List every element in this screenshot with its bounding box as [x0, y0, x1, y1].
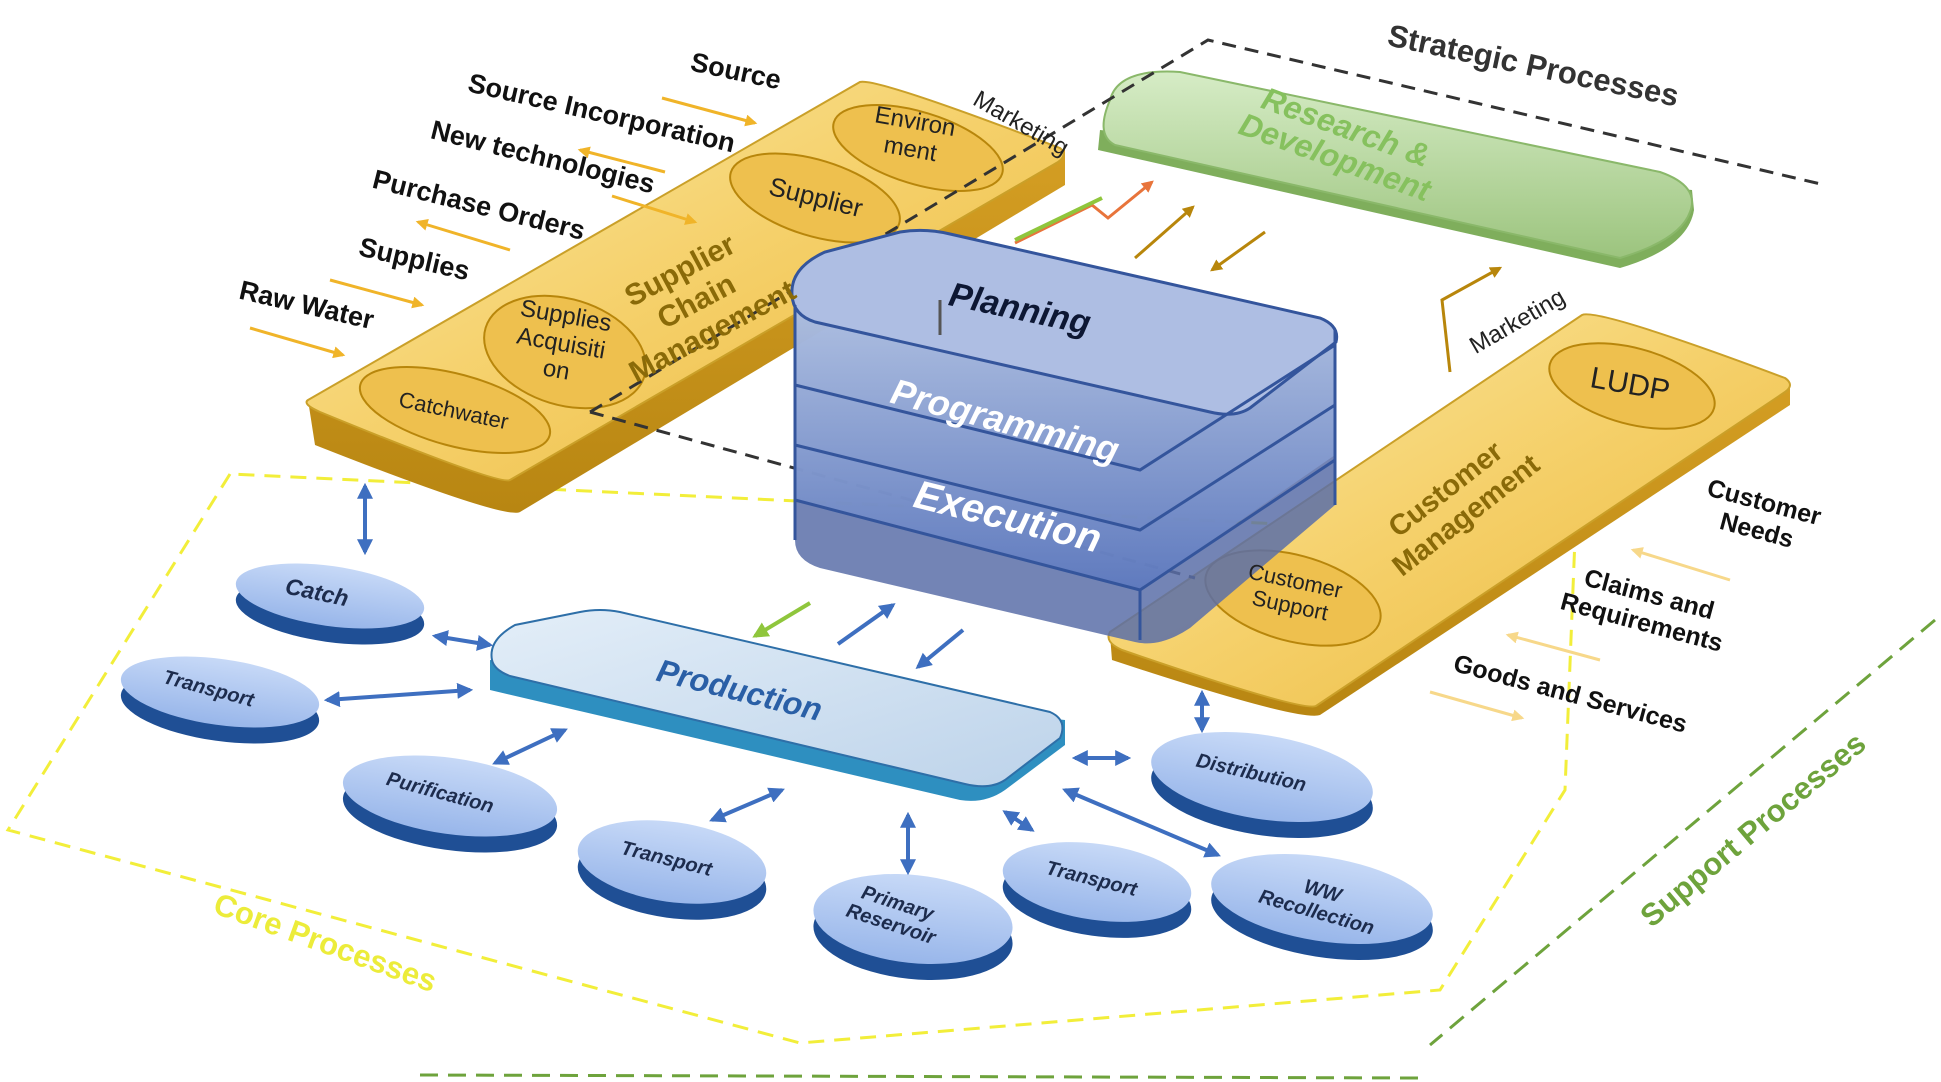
supplier-input-arrows	[249, 96, 758, 359]
supplier-ellipses	[358, 104, 1004, 455]
supplies-acquisition-label: Supplies Acquisiti on	[514, 294, 614, 386]
production-slab	[490, 609, 1065, 801]
research-development-panel	[1098, 70, 1694, 268]
customer-input-arrows	[1429, 547, 1731, 722]
green-arrow-production	[752, 601, 812, 638]
blue-arrows	[323, 482, 1221, 876]
planning-box	[790, 228, 1339, 644]
strategic-arrows	[1014, 180, 1503, 373]
